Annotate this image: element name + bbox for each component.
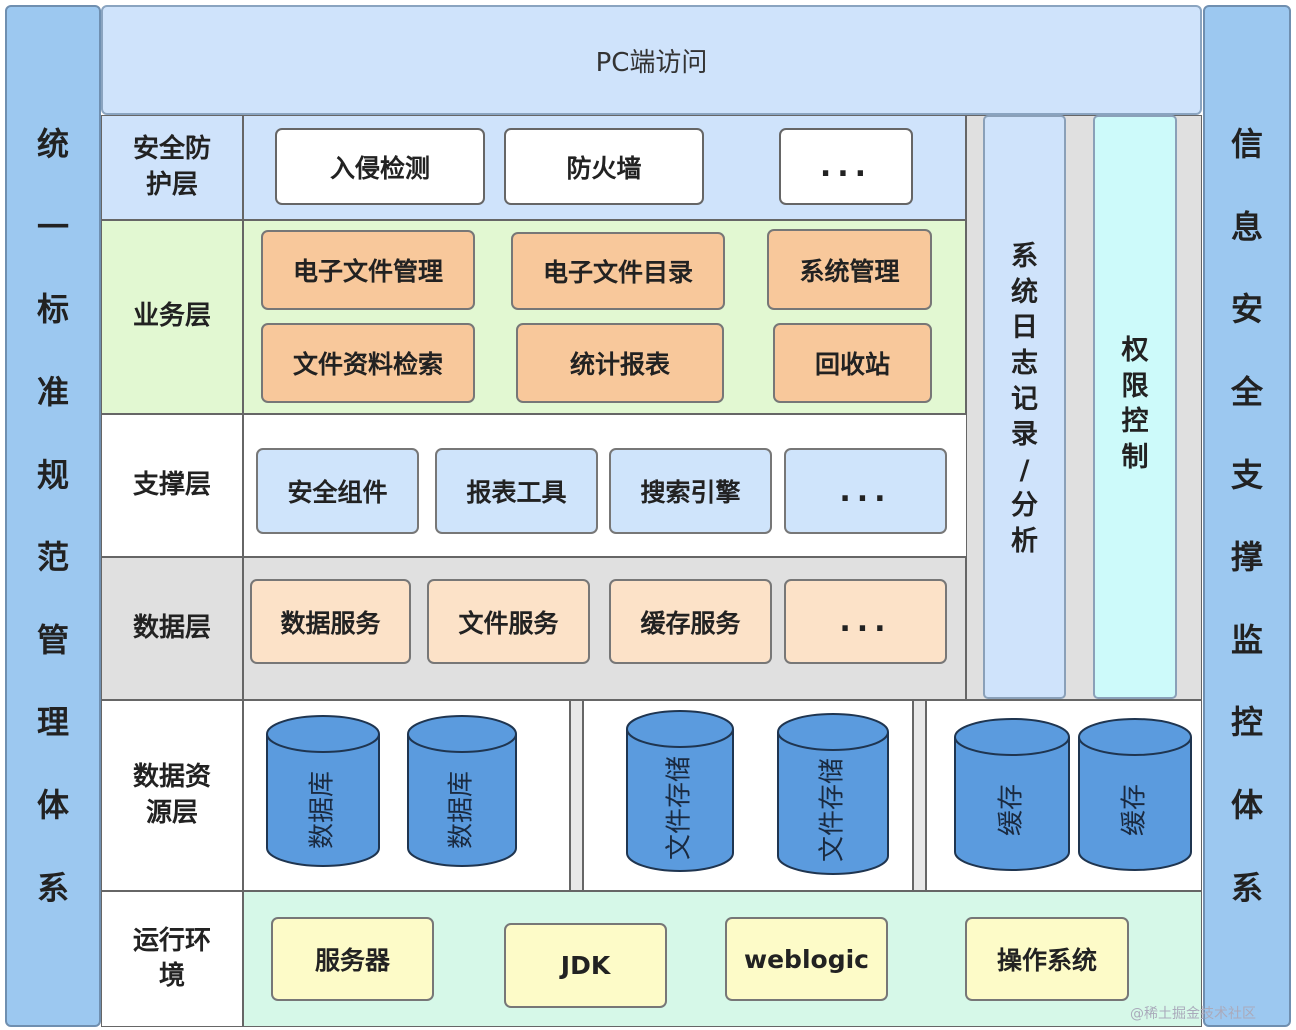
right-pillar-char: 支: [1230, 455, 1263, 494]
data-more-box: ...: [784, 579, 947, 664]
left-pillar-char: 标: [36, 290, 69, 329]
layer-label-support: 支撑层: [101, 414, 243, 557]
perm-column-char: 限: [1121, 370, 1149, 402]
file-storage-cylinder: 文件存储: [777, 713, 889, 875]
security-component-box: 安全组件: [256, 448, 419, 534]
left-pillar-char: 准: [36, 373, 69, 412]
file-service-box: 文件服务: [427, 579, 590, 664]
system-management-box: 系统管理: [767, 229, 932, 310]
file-storage-cylinder: 文件存储: [626, 710, 734, 872]
database-label: 数据库: [308, 771, 338, 849]
top-bar-pc-access: PC端访问: [101, 5, 1202, 115]
log-column-char: 分: [1011, 490, 1038, 522]
cache-cylinder: 缓存: [1078, 718, 1192, 871]
data-service-box: 数据服务: [250, 579, 411, 664]
left-pillar-char: 体: [36, 786, 69, 825]
left-pillar-char: 统: [36, 125, 69, 164]
right-pillar-security: 信 息 安 全 支 撑 监 控 体 系: [1203, 5, 1291, 1027]
log-column-char: 日: [1011, 312, 1038, 344]
right-pillar-char: 体: [1230, 786, 1263, 825]
log-column-char: 记: [1011, 383, 1038, 415]
layer-label-business: 业务层: [101, 220, 243, 414]
database-cylinder: 数据库: [407, 715, 517, 867]
log-column-char: /: [1019, 454, 1030, 486]
log-column-char: 录: [1011, 419, 1038, 451]
statistics-report-box: 统计报表: [516, 323, 724, 403]
left-pillar-char: 理: [36, 703, 69, 742]
perm-column-char: 权: [1121, 335, 1149, 366]
cache-cylinder: 缓存: [954, 718, 1070, 871]
left-pillar-char: 规: [36, 455, 69, 494]
report-tool-box: 报表工具: [435, 448, 598, 534]
cache-service-box: 缓存服务: [609, 579, 772, 664]
operating-system-box: 操作系统: [965, 917, 1129, 1001]
log-analysis-column: 系 统 日 志 记 录 / 分 析: [983, 115, 1066, 699]
left-pillar-char: 管: [36, 620, 69, 659]
e-file-management-box: 电子文件管理: [261, 230, 475, 310]
perm-column-char: 制: [1121, 441, 1149, 473]
right-pillar-char: 全: [1230, 373, 1263, 412]
right-pillar-char: 监: [1230, 620, 1263, 659]
cache-label: 缓存: [1120, 784, 1150, 836]
cache-label: 缓存: [997, 784, 1027, 836]
server-box: 服务器: [271, 917, 434, 1001]
recycle-bin-box: 回收站: [773, 323, 932, 403]
intrusion-detection-box: 入侵检测: [275, 128, 485, 205]
log-column-char: 志: [1011, 347, 1038, 379]
left-pillar-char: 一: [36, 207, 69, 246]
right-pillar-char: 安: [1230, 290, 1263, 329]
permission-control-column: 权 限 控 制: [1093, 115, 1177, 699]
left-pillar-standards: 统 一 标 准 规 范 管 理 体 系: [5, 5, 101, 1027]
log-column-char: 统: [1011, 276, 1038, 308]
file-storage-label: 文件存储: [665, 756, 695, 860]
log-column-char: 系: [1011, 241, 1038, 272]
right-pillar-char: 信: [1230, 125, 1263, 164]
right-pillar-char: 系: [1230, 868, 1263, 907]
document-search-box: 文件资料检索: [261, 323, 475, 403]
file-storage-label: 文件存储: [818, 758, 848, 862]
layer-label-data: 数据层: [101, 557, 243, 700]
left-pillar-char: 范: [36, 538, 69, 577]
right-pillar-char: 息: [1230, 207, 1263, 246]
resource-gap: [570, 700, 583, 891]
right-pillar-char: 控: [1230, 703, 1263, 742]
perm-column-char: 控: [1121, 406, 1149, 438]
firewall-box: 防火墙: [504, 128, 704, 205]
layer-label-security: 安全防护层: [101, 115, 243, 220]
log-column-char: 析: [1011, 526, 1038, 557]
left-pillar-char: 系: [36, 868, 69, 907]
jdk-box: JDK: [504, 923, 667, 1008]
layer-label-runtime: 运行环境: [101, 891, 243, 1027]
right-pillar-char: 撑: [1230, 538, 1263, 577]
search-engine-box: 搜索引擎: [609, 448, 772, 534]
e-file-catalog-box: 电子文件目录: [511, 232, 725, 310]
resource-gap: [913, 700, 926, 891]
security-more-box: ...: [779, 128, 913, 205]
watermark: @稀土掘金技术社区: [1130, 1006, 1256, 1022]
weblogic-box: weblogic: [725, 917, 888, 1001]
database-cylinder: 数据库: [266, 715, 380, 867]
layer-label-resource: 数据资源层: [101, 700, 243, 891]
support-more-box: ...: [784, 448, 947, 534]
database-label: 数据库: [447, 771, 477, 849]
